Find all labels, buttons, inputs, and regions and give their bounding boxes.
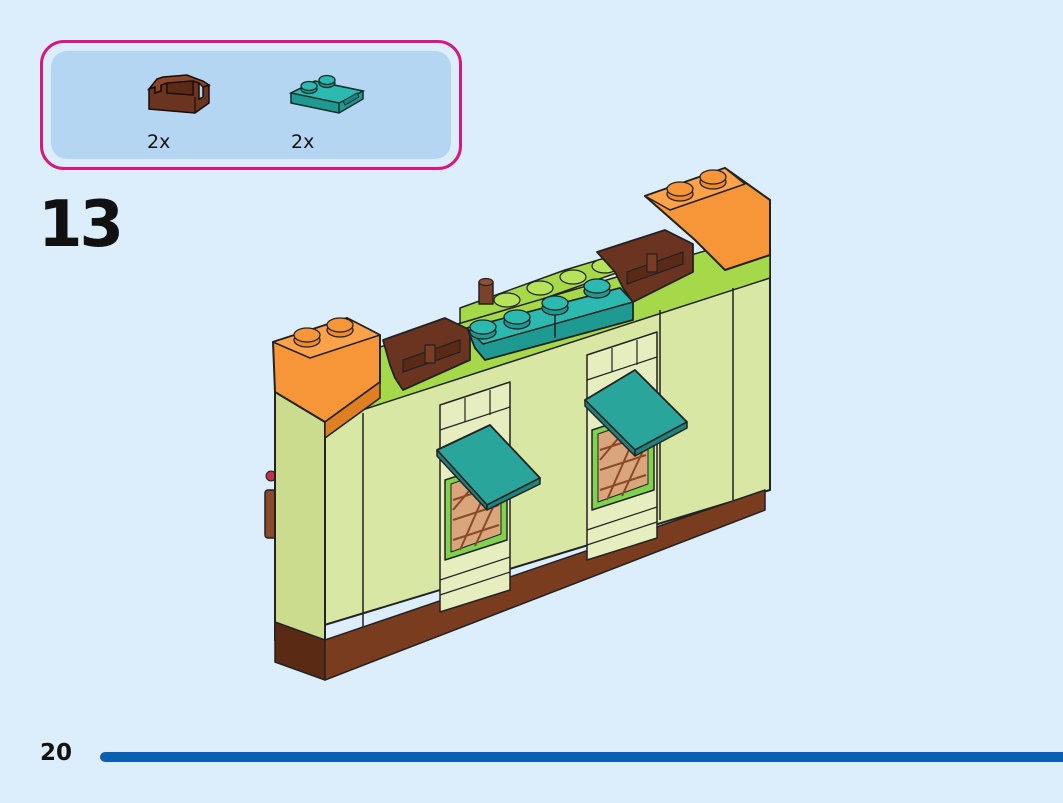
parts-callout: 2x 2x: [40, 40, 462, 170]
teal-plate-quantity: 2x: [291, 131, 315, 153]
assembly-model-illustration: [255, 160, 795, 695]
parts-callout-panel: [51, 51, 451, 159]
progress-bar: [100, 752, 1063, 762]
teal-plate-part-icon: [287, 71, 367, 119]
page-number: 20: [40, 740, 73, 766]
brown-bracket-quantity: 2x: [147, 131, 171, 153]
brown-bracket-part-icon: [143, 61, 215, 115]
step-number: 13: [38, 188, 124, 262]
